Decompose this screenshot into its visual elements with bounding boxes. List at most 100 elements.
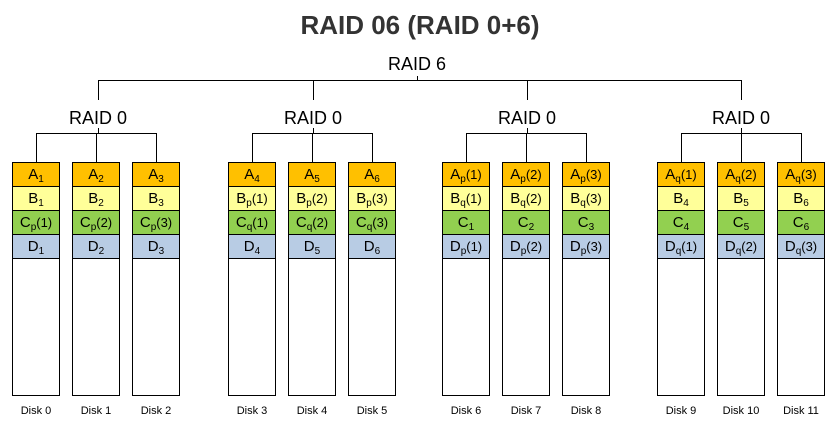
raid0-label-g3: RAID 0 — [711, 108, 771, 128]
block-subscript: p — [150, 222, 157, 233]
block-subscript: q — [735, 174, 741, 185]
block-letter: A — [244, 166, 255, 183]
raid0-drop-g0-d1 — [96, 133, 97, 162]
data-block-b: Bp(3) — [349, 187, 395, 211]
block-letter: B — [450, 190, 461, 207]
block-letter: D — [27, 238, 39, 255]
data-block-c: C3 — [563, 211, 609, 235]
disk-label: Disk 3 — [236, 405, 268, 417]
data-block-d: D4 — [229, 235, 275, 259]
data-block-c: C2 — [503, 211, 549, 235]
block-letter: A — [450, 166, 461, 183]
block-letter: D — [449, 238, 461, 255]
block-letter: D — [147, 238, 159, 255]
block-letter: A — [785, 166, 796, 183]
block-letter: D — [87, 238, 99, 255]
block-suffix: (1) — [465, 191, 482, 206]
block-subscript: 3 — [158, 174, 164, 185]
data-block-b: Bq(3) — [563, 187, 609, 211]
disk-label: Disk 4 — [296, 405, 328, 417]
block-suffix: (2) — [96, 215, 113, 230]
raid0-stem-g3 — [741, 128, 742, 133]
block-subscript: q — [246, 222, 253, 233]
block-suffix: (1) — [466, 239, 483, 254]
block-letter: B — [356, 190, 367, 207]
block-suffix: (2) — [525, 191, 542, 206]
block-letter: B — [88, 190, 99, 207]
data-block-d: D3 — [133, 235, 179, 259]
block-letter: A — [570, 166, 581, 183]
data-block-b: Bq(1) — [443, 187, 489, 211]
block-subscript: 6 — [374, 174, 380, 185]
block-letter: A — [510, 166, 521, 183]
block-letter: A — [28, 166, 39, 183]
block-letter: A — [665, 166, 676, 183]
block-letter: B — [510, 190, 521, 207]
block-letter: B — [28, 190, 39, 207]
block-suffix: (2) — [525, 167, 542, 182]
data-block-b: B2 — [73, 187, 119, 211]
raid6-connector — [417, 76, 418, 80]
block-suffix: (3) — [371, 191, 388, 206]
block-subscript: q — [580, 198, 586, 209]
raid6-drop-g3 — [741, 80, 742, 100]
raid0-drop-g2-d6 — [466, 133, 467, 162]
data-block-a: Ap(1) — [443, 163, 489, 187]
raid6-label: RAID 6 — [387, 54, 447, 74]
data-block-a: Aq(2) — [718, 163, 764, 187]
block-subscript: p — [90, 222, 97, 233]
block-subscript: 2 — [528, 222, 535, 233]
block-suffix: (3) — [156, 215, 173, 230]
block-subscript: 4 — [254, 246, 261, 257]
block-subscript: p — [580, 246, 587, 257]
disk-label: Disk 0 — [20, 405, 52, 417]
disk-label: Disk 11 — [783, 405, 819, 417]
block-suffix: (2) — [526, 239, 543, 254]
block-subscript: p — [520, 246, 527, 257]
data-block-a: A6 — [349, 163, 395, 187]
block-letter: D — [784, 238, 796, 255]
raid0-drop-g0-d0 — [36, 133, 37, 162]
raid0-drop-g0-d2 — [156, 133, 157, 162]
block-letter: D — [664, 238, 676, 255]
data-block-c: Cp(1) — [13, 211, 59, 235]
block-subscript: 6 — [374, 246, 381, 257]
disk-label: Disk 2 — [140, 405, 172, 417]
block-subscript: q — [675, 174, 681, 185]
block-subscript: 4 — [683, 198, 689, 209]
data-block-b: Bp(1) — [229, 187, 275, 211]
block-letter: B — [236, 190, 247, 207]
data-block-b: Bq(2) — [503, 187, 549, 211]
block-subscript: 5 — [743, 222, 750, 233]
block-letter: A — [148, 166, 159, 183]
block-subscript: 5 — [743, 198, 749, 209]
block-subscript: 2 — [98, 246, 105, 257]
block-letter: D — [724, 238, 736, 255]
block-subscript: p — [30, 222, 37, 233]
block-suffix: (2) — [740, 167, 757, 182]
data-block-a: A1 — [13, 163, 59, 187]
data-block-d: D5 — [289, 235, 335, 259]
block-subscript: q — [520, 198, 526, 209]
data-block-c: Cq(1) — [229, 211, 275, 235]
raid6-drop-g1 — [313, 80, 314, 100]
block-letter: D — [303, 238, 315, 255]
raid0-drop-g3-d11 — [801, 133, 802, 162]
block-subscript: 5 — [314, 174, 320, 185]
block-subscript: p — [246, 198, 252, 209]
data-block-c: C6 — [778, 211, 824, 235]
block-letter: B — [793, 190, 804, 207]
raid0-stem-g1 — [313, 128, 314, 133]
block-subscript: q — [675, 246, 682, 257]
block-letter: C — [517, 214, 529, 231]
block-suffix: (1) — [36, 215, 53, 230]
block-suffix: (2) — [311, 191, 328, 206]
diagram-title: RAID 06 (RAID 0+6) — [300, 10, 540, 40]
block-suffix: (1) — [465, 167, 482, 182]
data-block-c: Cp(2) — [73, 211, 119, 235]
block-letter: D — [509, 238, 521, 255]
block-subscript: 4 — [254, 174, 260, 185]
block-letter: C — [457, 214, 469, 231]
